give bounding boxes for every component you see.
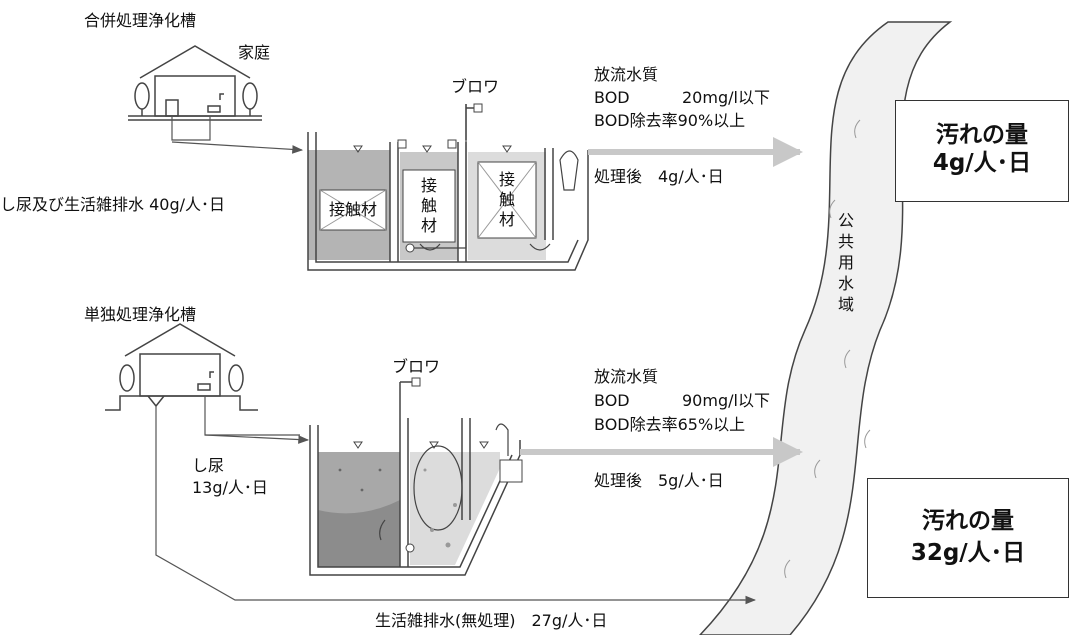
top-house-label: 家庭 [238,43,271,62]
bottom-inflow-arrow [204,434,310,444]
river [698,21,953,635]
top-inflow-arrow [171,141,304,154]
top-bod-removal: BOD除去率90%以上 [594,111,746,130]
top-house [128,45,262,121]
river-label: 公共用水域 [837,211,854,314]
bottom-inflow-label: し尿 13g/人･日 [192,456,268,497]
bottom-house [105,323,258,411]
top-media-label-2: 接 触 材 [420,176,437,235]
untreated-label: 生活雑排水(無処理) 27g/人･日 [375,611,608,630]
untreated-pipe [155,406,745,601]
top-media-label-1: 接触材 [328,200,377,219]
bottom-pollution-amount: 汚れの量 32g/人･日 [910,508,1026,566]
top-title: 合併処理浄化槽 [84,11,197,30]
top-pollution-box: 汚れの量 4g/人･日 [895,100,1069,202]
top-after-treatment: 処理後 4g/人･日 [594,167,724,186]
bottom-blower-label: ブロワ [392,357,441,376]
top-inflow-label: し尿及び生活雑排水 40g/人･日 [0,195,225,214]
top-bod-name: BOD [594,88,630,107]
top-bod-value: 20mg/l以下 [682,88,770,107]
bottom-bod-name: BOD [594,391,630,410]
bottom-inflow-pipe [204,396,300,436]
top-inflow-pipe [171,116,211,141]
bottom-pollution-box: 汚れの量 32g/人･日 [867,478,1069,598]
bottom-bod-removal: BOD除去率65%以上 [594,415,746,434]
bottom-bod-value: 90mg/l以下 [682,391,770,410]
bottom-title: 単独処理浄化槽 [84,305,197,324]
top-media-label-3: 接 触 材 [498,170,515,229]
bottom-discharge-heading: 放流水質 [594,367,659,386]
top-blower-label: ブロワ [451,77,500,96]
bottom-tank [309,377,523,576]
top-discharge-heading: 放流水質 [594,65,659,84]
top-tank [307,103,589,271]
bottom-after-treatment: 処理後 5g/人･日 [594,471,724,490]
top-pollution-amount: 汚れの量 4g/人･日 [932,122,1032,176]
